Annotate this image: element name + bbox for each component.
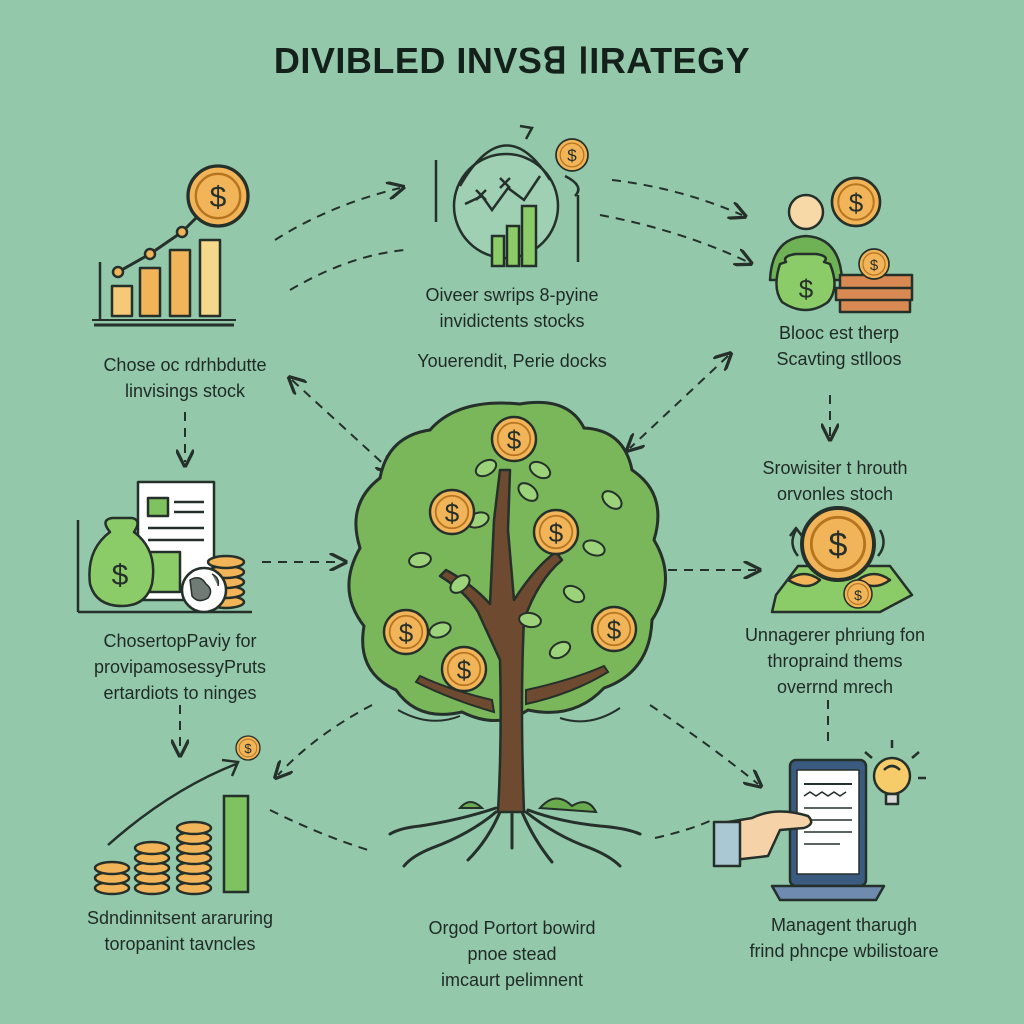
arrow-bottom-right <box>654 819 713 839</box>
svg-text:$: $ <box>549 518 564 548</box>
svg-text:$: $ <box>244 741 252 756</box>
step-2-caption: Oiveer swrips 8-pyine invidictents stock… <box>362 282 662 374</box>
coin-hands-cash-icon: $ $ <box>772 508 912 612</box>
step-6-caption: Unnagerer phriung fon thropraind thems o… <box>690 622 980 700</box>
caption-line: Unnagerer phriung fon <box>744 625 926 645</box>
arrow-step2-to-step3 <box>611 179 742 215</box>
svg-text:$: $ <box>210 181 227 214</box>
arrow-step1-to-step2 <box>274 188 400 241</box>
caption-line: orvonles stoch <box>776 484 894 504</box>
money-tree-icon: $ $ $ $ $ $ <box>347 400 667 868</box>
svg-text:$: $ <box>799 274 814 304</box>
connector-arrows <box>180 179 830 851</box>
caption-line: Srowisiter t hrouth <box>762 458 908 478</box>
svg-text:$: $ <box>399 618 414 648</box>
tree-trunk <box>438 468 564 814</box>
arrow-tree-to-step7 <box>278 704 373 775</box>
caption-line: provipamosessyPruts <box>93 657 267 677</box>
arrow-bottom-left <box>269 809 369 851</box>
arrow-step1-to-step2-lower <box>289 249 406 291</box>
step-5-caption: Srowisiter t hrouth orvonles stoch <box>690 455 980 507</box>
arrow-step1-to-tree <box>292 380 390 470</box>
step-1-caption: Chose oc rdrhbdutte linvisings stock <box>40 352 330 404</box>
svg-text:$: $ <box>849 188 864 218</box>
svg-text:$: $ <box>567 146 577 165</box>
step-7-caption: Sdndinnitsent araruring toropanint tavnc… <box>30 905 330 957</box>
svg-text:$: $ <box>112 559 129 592</box>
tree-coins: $ $ $ $ $ $ <box>382 415 638 693</box>
caption-line: Managent tharugh <box>770 915 918 935</box>
caption-line: frind phncpe wbilistoare <box>749 941 939 961</box>
document-money-bag-icon: $ <box>76 480 252 614</box>
svg-text:$: $ <box>870 257 879 274</box>
caption-spacer <box>362 334 662 348</box>
caption-line: Oiveer swrips 8-pyine <box>425 285 599 305</box>
caption-line: toropanint tavncles <box>104 934 256 954</box>
caption-line: imcaurt pelimnent <box>440 970 584 990</box>
page-title: DIVIBLED INVSꓭ ꓲIRATEGY <box>273 40 751 81</box>
investor-money-bag-icon: $ $ $ <box>768 178 914 314</box>
coin-stacks-growth-icon: $ <box>93 736 260 896</box>
tree-roots <box>388 806 642 868</box>
caption-line: linvisings stock <box>124 381 246 401</box>
caption-line: Scavting stlloos <box>776 349 902 369</box>
arrow-tree-to-step9 <box>649 704 758 784</box>
caption-line: Chose oc rdrhbdutte <box>103 355 267 375</box>
caption-line: overrnd mrech <box>776 677 894 697</box>
caption-line: Orgod Portort bowird <box>428 918 596 938</box>
svg-text:$: $ <box>507 425 522 455</box>
tablet-document-lightbulb-icon <box>712 740 926 902</box>
svg-text:$: $ <box>854 587 862 603</box>
growth-globe-icon: $ <box>434 126 588 268</box>
step-8-caption: Orgod Portort bowird pnoe stead imcaurt … <box>362 915 662 993</box>
svg-text:$: $ <box>445 498 460 528</box>
caption-line: invidictents stocks <box>439 311 585 331</box>
step-4-caption: ChosertopPaviy for provipamosessyPruts e… <box>30 628 330 706</box>
svg-text:$: $ <box>607 615 622 645</box>
arrow-step2-to-step3-lower <box>599 214 748 262</box>
arrow-step3-to-tree <box>630 356 728 448</box>
caption-line: Youerendit, Perie docks <box>417 351 607 371</box>
caption-line: pnoe stead <box>467 944 557 964</box>
step-9-caption: Managent tharugh frind phncpe wbilistoar… <box>694 912 994 964</box>
caption-line: ertardiots to ninges <box>103 683 257 703</box>
caption-line: thropraind thems <box>767 651 903 671</box>
svg-text:$: $ <box>457 655 472 685</box>
svg-text:$: $ <box>829 526 848 564</box>
caption-line: Sdndinnitsent araruring <box>86 908 274 928</box>
step-3-caption: Blooc est therp Scavting stlloos <box>694 320 984 372</box>
caption-line: ChosertopPaviy for <box>103 631 257 651</box>
caption-line: Blooc est therp <box>778 323 900 343</box>
bar-chart-coin-icon: $ <box>92 166 248 327</box>
